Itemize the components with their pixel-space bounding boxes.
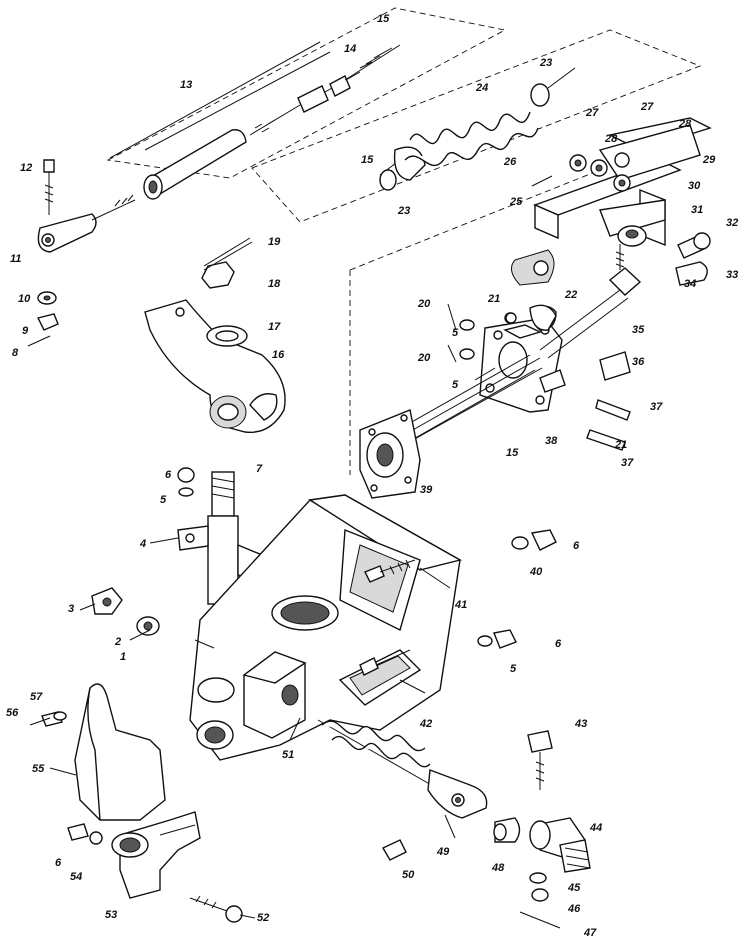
callout-15c: 15 <box>506 447 519 459</box>
callout-15b: 15 <box>361 154 374 166</box>
callout-16: 16 <box>272 349 285 361</box>
callout-6d: 6 <box>55 857 62 869</box>
cover-55 <box>29 683 166 821</box>
callout-18: 18 <box>268 278 281 290</box>
callout-12: 12 <box>20 162 32 174</box>
callout-53: 53 <box>105 909 117 921</box>
callout-57: 57 <box>30 691 43 703</box>
callout-49: 49 <box>436 846 450 858</box>
callout-5b: 5 <box>452 327 459 339</box>
callout-5a: 5 <box>160 494 167 506</box>
callout-28a: 28 <box>604 133 618 145</box>
callout-labels: 1 2 3 4 5 5 5 5 6 6 6 6 7 8 9 10 11 12 1… <box>6 13 738 939</box>
fork-53 <box>67 811 243 923</box>
callout-37b: 37 <box>621 457 634 469</box>
cable-sleeve-13 <box>109 41 401 200</box>
callout-33: 33 <box>726 269 738 281</box>
spring-rod-49 <box>317 719 488 819</box>
leader-lines <box>49 367 496 919</box>
callout-20a: 20 <box>417 298 431 310</box>
callout-1: 1 <box>120 651 126 663</box>
callout-39: 39 <box>420 484 433 496</box>
callout-28b: 28 <box>678 118 692 130</box>
callout-15a: 15 <box>377 13 390 25</box>
callout-4: 4 <box>139 538 146 550</box>
callout-36: 36 <box>632 356 645 368</box>
callout-22: 22 <box>564 289 577 301</box>
callout-46: 46 <box>567 903 581 915</box>
callout-34: 34 <box>684 278 696 290</box>
callout-23b: 23 <box>397 205 410 217</box>
callout-50: 50 <box>402 869 415 881</box>
callout-27a: 27 <box>585 107 599 119</box>
callout-21b: 21 <box>614 439 627 451</box>
callout-2: 2 <box>114 636 121 648</box>
callout-3: 3 <box>68 603 74 615</box>
callout-6b: 6 <box>573 540 580 552</box>
mounting-plate-38 <box>359 267 642 499</box>
callout-54: 54 <box>70 871 82 883</box>
callout-30: 30 <box>688 180 701 192</box>
callout-25: 25 <box>509 196 523 208</box>
callout-35: 35 <box>632 324 645 336</box>
callout-10: 10 <box>18 293 31 305</box>
callout-29: 29 <box>702 154 716 166</box>
cable-group-panel <box>106 7 706 475</box>
bracket-assembly-30 <box>510 117 712 286</box>
clevis-rod-11 <box>37 159 136 253</box>
callout-26: 26 <box>503 156 517 168</box>
callout-42: 42 <box>419 718 432 730</box>
callout-19: 19 <box>268 236 281 248</box>
callout-47: 47 <box>583 927 597 939</box>
callout-13: 13 <box>180 79 192 91</box>
callout-52: 52 <box>257 912 269 924</box>
callout-5c: 5 <box>452 379 459 391</box>
callout-21a: 21 <box>487 293 500 305</box>
callout-24: 24 <box>475 82 488 94</box>
callout-20b: 20 <box>417 352 431 364</box>
callout-23a: 23 <box>539 57 552 69</box>
pins-washers-20-21-22 <box>447 303 557 363</box>
callout-56: 56 <box>6 707 19 719</box>
nut-washer-9-10 <box>27 291 59 347</box>
callout-11: 11 <box>10 253 21 265</box>
callout-55: 55 <box>32 763 45 775</box>
callout-8: 8 <box>12 347 19 359</box>
callout-51: 51 <box>282 749 294 761</box>
lever-16 <box>144 237 286 434</box>
callout-43: 43 <box>574 718 587 730</box>
callout-44: 44 <box>589 822 602 834</box>
callout-32: 32 <box>726 217 738 229</box>
callout-38: 38 <box>545 435 558 447</box>
main-housing-1 <box>189 494 557 761</box>
callout-5d: 5 <box>510 663 517 675</box>
callout-31: 31 <box>691 204 703 216</box>
callout-27b: 27 <box>640 101 654 113</box>
callout-40: 40 <box>529 566 543 578</box>
callout-37a: 37 <box>650 401 663 413</box>
callout-17: 17 <box>268 321 281 333</box>
spring-assembly-24 <box>379 67 576 191</box>
callout-7: 7 <box>256 463 263 475</box>
callout-6a: 6 <box>165 469 172 481</box>
yoke-44 <box>382 730 591 929</box>
callout-9: 9 <box>22 325 29 337</box>
callout-45: 45 <box>567 882 581 894</box>
callout-41: 41 <box>454 599 467 611</box>
callout-48: 48 <box>491 862 505 874</box>
callout-6c: 6 <box>555 638 562 650</box>
callout-14: 14 <box>344 43 356 55</box>
